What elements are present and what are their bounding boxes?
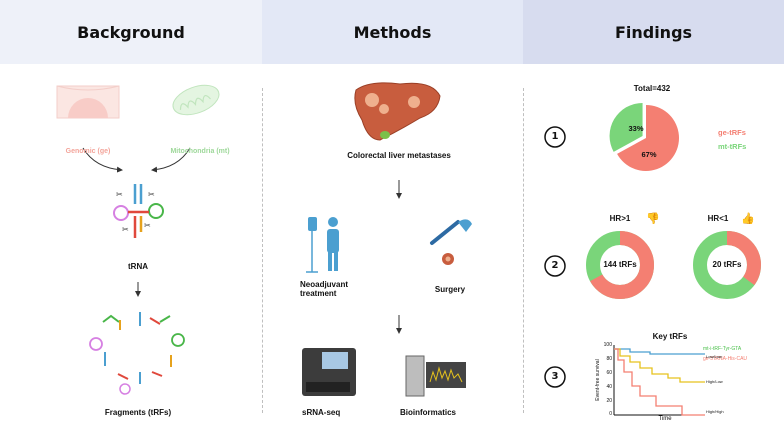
- divider-right: [523, 88, 524, 413]
- km-curve-high-low: [614, 348, 705, 383]
- svg-text:✂: ✂: [148, 190, 155, 199]
- mitochondria-icon: [172, 84, 220, 116]
- step-3: 3: [551, 371, 559, 382]
- liver-icon: [354, 82, 441, 141]
- km-end-high-low: High/Low: [706, 379, 723, 384]
- svg-text:✂: ✂: [122, 225, 129, 234]
- donut2-center: 20 tRFs: [712, 260, 742, 269]
- thumbs-up-icon: 👍: [741, 212, 755, 225]
- label-trna: tRNA: [128, 262, 148, 271]
- svg-text:✂: ✂: [116, 190, 123, 199]
- km-ytick: 20: [606, 398, 612, 404]
- km-ytick: 0: [609, 411, 612, 417]
- arrow-mt-trna: [151, 147, 191, 173]
- label-crlm: Colorectal liver metastases: [347, 151, 451, 160]
- header-methods-text: Methods: [353, 22, 432, 42]
- km-ytick: 80: [606, 356, 612, 362]
- genomic-icon: [56, 85, 120, 119]
- km-ytick: 40: [606, 384, 612, 390]
- km-curve-high-high: [614, 348, 705, 416]
- label-seq: sRNA-seq: [302, 408, 341, 417]
- header-background-text: Background: [77, 22, 185, 42]
- km-curve-low-low: [614, 348, 705, 355]
- step-2: 2: [551, 260, 559, 271]
- header-background: Background: [0, 0, 262, 64]
- label-neoadjuvant-line1: Neoadjuvant: [300, 280, 349, 289]
- label-neoadjuvant-line2: treatment: [300, 289, 337, 298]
- pie-slice-mt: [609, 102, 643, 152]
- km-ytick: 100: [603, 342, 612, 348]
- trna-icon: ✂ ✂ ✂ ✂: [113, 184, 164, 238]
- sequencer-icon: [302, 348, 356, 396]
- header-findings: Findings: [523, 0, 784, 64]
- donut2-title: HR<1: [707, 214, 729, 223]
- label-genomic: Genomic (ge): [65, 148, 111, 155]
- label-fragments: Fragments (tRFs): [104, 408, 172, 417]
- svg-text:✂: ✂: [144, 221, 151, 230]
- donut1-red-arc: [586, 231, 654, 299]
- scalpel-icon: [430, 219, 472, 265]
- label-bioinfo: Bioinformatics: [400, 408, 457, 417]
- pie-mt-pct: 33%: [628, 124, 644, 133]
- pie-chart: [609, 102, 679, 172]
- step-1: 1: [551, 131, 559, 142]
- donut2-red-arc: [693, 231, 761, 299]
- km-legend-ge: ge-5'tRNA-His-CAU: [703, 356, 748, 362]
- arrow-genomic-trna: [82, 147, 123, 173]
- label-mitochondria: Mitochondria (mt): [170, 148, 230, 155]
- legend-mt: mt-tRFs: [718, 142, 747, 151]
- donut-hr-lt1: [693, 231, 761, 299]
- km-xlabel: Time: [658, 416, 672, 422]
- km-plot: [613, 345, 705, 416]
- step-circles: [544, 126, 566, 388]
- header-findings-text: Findings: [614, 22, 693, 42]
- label-surgery: Surgery: [434, 285, 466, 294]
- km-title: Key tRFs: [652, 332, 688, 341]
- km-ytick: 60: [606, 370, 612, 376]
- pie-slice-ge: [617, 105, 679, 172]
- legend-ge: ge-tRFs: [718, 128, 746, 137]
- km-legend-mt: mt-i-tRF-Tyr-GTA: [703, 346, 742, 352]
- km-end-high-high: High/High: [706, 409, 724, 414]
- divider-left: [262, 88, 263, 413]
- fragments-icon: [89, 312, 185, 395]
- thumbs-down-icon: 👎: [646, 212, 660, 225]
- pie-ge-pct: 67%: [641, 150, 657, 159]
- iv-drip-icon: [306, 217, 339, 273]
- km-end-low-low: Low/Low: [706, 354, 722, 359]
- donut1-title: HR>1: [609, 214, 631, 223]
- donut-hr-gt1: [586, 231, 654, 299]
- computer-icon: [405, 355, 466, 397]
- header-methods: Methods: [262, 0, 523, 64]
- pie-total: Total=432: [633, 84, 671, 93]
- donut1-center: 144 tRFs: [603, 260, 637, 269]
- label-neoadjuvant: Neoadjuvant treatment: [300, 280, 360, 298]
